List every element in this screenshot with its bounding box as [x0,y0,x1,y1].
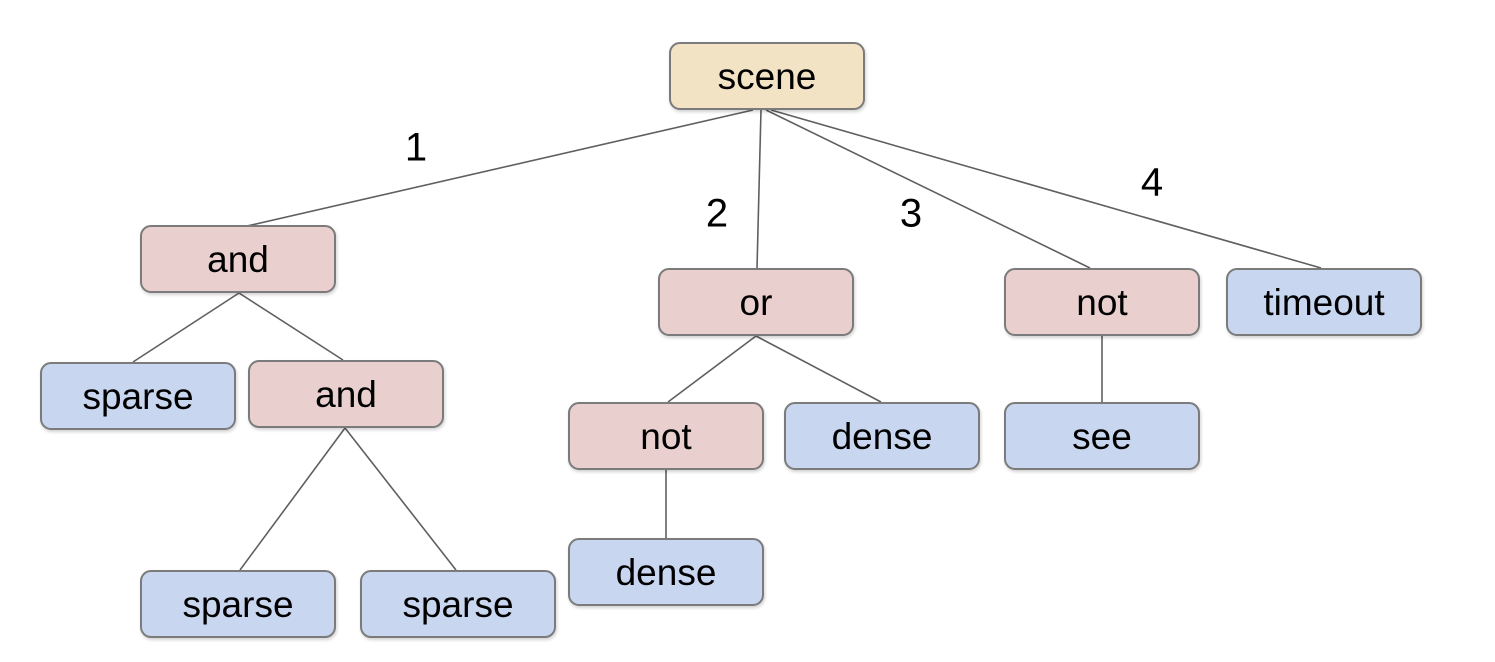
node-label: and [207,238,269,280]
tree-node-not-2: not [568,402,764,470]
node-label: see [1072,415,1132,457]
edge-label-4: 4 [1140,160,1164,205]
node-label: and [315,373,377,415]
tree-node-dense-2: dense [568,538,764,606]
tree-node-and-1: and [140,225,336,293]
edge-label-2: 2 [705,191,729,236]
edge-label-1: 1 [404,125,428,170]
edge-label-3: 3 [899,191,923,236]
node-label: sparse [82,375,194,417]
node-label: sparse [402,583,514,625]
tree-edge-7 [344,427,457,571]
tree-node-sparse-3: sparse [360,570,556,638]
tree-edge-4 [770,109,1322,269]
tree-node-sparse-1: sparse [40,362,236,430]
node-label: dense [615,551,717,593]
tree-node-or-1: or [658,268,854,336]
tree-node-sparse-2: sparse [140,570,336,638]
tree-node-not-1: not [1004,268,1200,336]
node-label: not [1076,281,1128,323]
node-label: not [640,415,692,457]
tree-node-scene: scene [669,42,865,110]
tree-node-and-2: and [248,360,444,428]
tree-edge-6 [239,427,346,571]
node-label: scene [717,55,817,97]
tree-node-see: see [1004,402,1200,470]
tree-edge-9 [755,335,882,403]
tree-edge-2 [756,109,762,269]
node-label: timeout [1263,281,1385,323]
tree-edge-1 [246,109,754,227]
node-label: dense [831,415,933,457]
node-label: or [739,281,773,323]
tree-node-dense-1: dense [784,402,980,470]
tree-edge-4 [132,292,240,363]
node-label: sparse [182,583,294,625]
tree-node-timeout: timeout [1226,268,1422,336]
tree-edge-8 [667,335,757,403]
tree-edge-3 [765,109,1091,269]
tree-edge-5 [238,292,344,361]
